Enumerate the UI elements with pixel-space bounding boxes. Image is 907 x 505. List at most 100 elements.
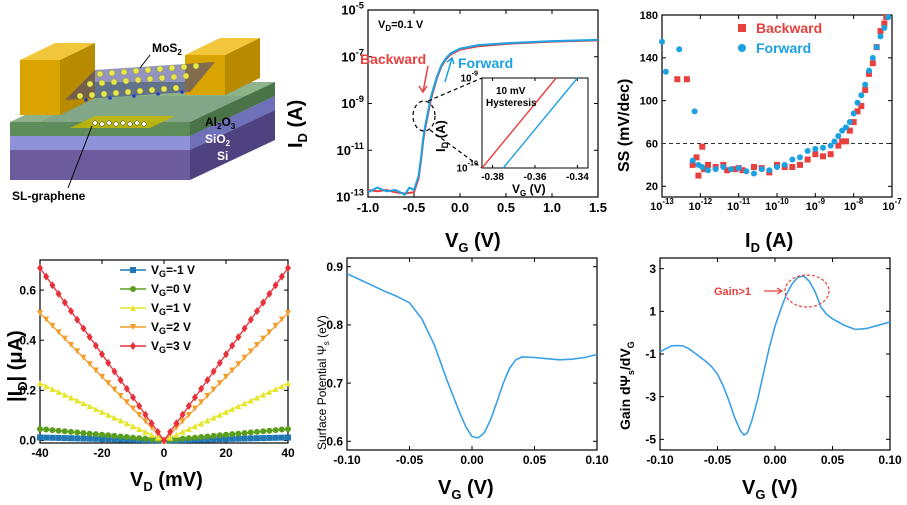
output-point [74, 397, 81, 404]
ss-backward-point [881, 20, 888, 27]
output-point [86, 403, 93, 410]
ss-backward-point [705, 161, 711, 168]
ss-forward-point [869, 54, 876, 61]
output-point [223, 408, 229, 415]
output-point [148, 419, 155, 428]
output-point [278, 316, 285, 323]
ss-forward-point [781, 161, 788, 168]
mos2-pointer [139, 54, 151, 69]
y-tick-label: 1 [649, 305, 656, 319]
ss-forward-point [866, 67, 872, 74]
output-point [241, 324, 248, 333]
x-tick-label: -1.0 [357, 200, 379, 215]
output-point [266, 329, 273, 336]
right-electrode-top [185, 38, 260, 55]
ss-forward-point [812, 145, 819, 152]
output-point [74, 429, 81, 436]
output-point [235, 403, 242, 410]
ss-forward-point [689, 157, 696, 164]
output-point [99, 408, 105, 415]
output-point [142, 418, 149, 425]
output-point [254, 394, 260, 401]
output-point [266, 434, 273, 441]
inset-backward-line [481, 77, 557, 169]
output-point [136, 435, 143, 442]
output-point [235, 430, 242, 437]
x-tick-label: 0.10 [878, 453, 902, 467]
output-point [161, 436, 167, 445]
ss-backward-point [797, 161, 803, 168]
output-series [37, 264, 291, 445]
ss-forward-point [751, 170, 757, 177]
y-tick-label: 60 [646, 138, 658, 150]
output-point [80, 354, 87, 361]
output-point [43, 316, 50, 323]
output-point [99, 373, 105, 380]
output-point [61, 391, 68, 398]
output-point [185, 426, 192, 433]
output-point [111, 386, 118, 393]
output-point [49, 281, 56, 290]
output-point [154, 434, 161, 441]
output-point [185, 412, 192, 419]
output-point [254, 341, 260, 348]
y-tick-label: -5 [645, 433, 656, 447]
ss-forward-point [881, 24, 888, 31]
x-tick-label: 0.00 [763, 453, 787, 467]
y-tick-label: -3 [645, 390, 656, 404]
inset-connector-bottom [429, 129, 483, 169]
ss-backward-point [693, 154, 700, 161]
output-point [68, 394, 74, 401]
output-point [266, 289, 273, 298]
ss-forward-point [843, 124, 849, 131]
ss-forward-point [774, 164, 780, 171]
output-point [136, 401, 143, 410]
output-point [55, 289, 62, 298]
x-tick-label: 10-9 [806, 197, 826, 213]
x-tick-label: -0.36 [524, 172, 547, 183]
output-point [179, 410, 186, 419]
si-layer-side [190, 110, 275, 180]
output-point [278, 434, 285, 441]
transfer-forward-label: Forward [458, 55, 513, 71]
output-point [278, 383, 285, 390]
y-tick-label: 0.7 [326, 376, 343, 390]
ss-backward-point [724, 167, 731, 174]
x-tick-label: 0.05 [523, 453, 547, 467]
output-point [272, 427, 279, 434]
output-point [266, 388, 273, 395]
output-point [204, 417, 211, 424]
output-point [216, 411, 223, 418]
inset-frame [481, 77, 589, 169]
ss-legend-forward: Forward [756, 40, 811, 56]
output-point [105, 358, 112, 367]
y-tick-label: 0.0 [19, 434, 36, 448]
y-tick-label: 10-13 [336, 188, 364, 205]
transfer-xlabel: VG (V) [445, 230, 501, 255]
output-point [55, 434, 62, 441]
y-tick-label: 140 [640, 53, 658, 65]
x-tick-label: -0.5 [403, 200, 425, 215]
output-point [117, 417, 124, 424]
output-point [105, 380, 112, 387]
ss-backward-point [731, 166, 738, 173]
output-point [260, 391, 267, 398]
output-point [272, 434, 279, 441]
gain-annotation: Gain>1 [714, 286, 751, 298]
output-point [173, 431, 180, 438]
output-point [142, 410, 149, 419]
output-point [61, 298, 68, 307]
output-point [37, 264, 43, 273]
output-point [260, 335, 267, 342]
x-tick-label: 20 [219, 446, 233, 460]
label-mos2: MoS2 [152, 41, 182, 57]
ss-backward-point [858, 103, 865, 109]
ss-backward-point [820, 153, 826, 160]
inset-xlabel: VG (V) [512, 182, 546, 198]
output-point [260, 435, 267, 442]
output-point [55, 329, 62, 336]
ss-backward-point [739, 167, 746, 174]
ss-forward-point [820, 144, 826, 151]
